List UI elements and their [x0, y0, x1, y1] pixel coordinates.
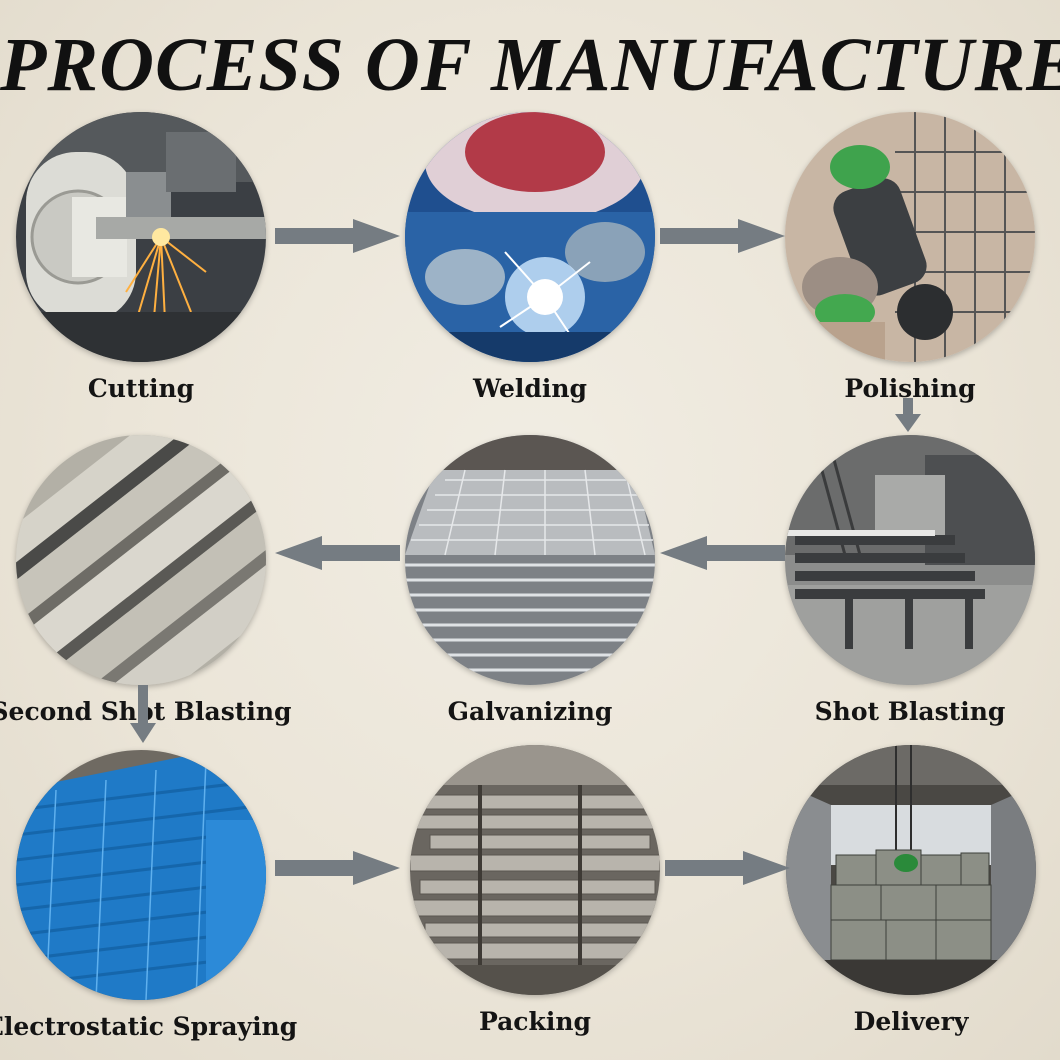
step-second-shot-blasting: Second Shot Blasting — [0, 435, 291, 726]
step-label: Galvanizing — [447, 697, 613, 726]
step-welding: Welding — [405, 112, 655, 403]
step-label: Welding — [472, 374, 588, 403]
step-label: Cutting — [87, 374, 195, 403]
step-delivery: Delivery — [786, 745, 1036, 1036]
galvanizing-photo — [405, 435, 655, 685]
electrostatic-spraying-photo — [16, 750, 266, 1000]
arrow-right-icon — [660, 219, 785, 253]
arrow-left-icon — [275, 536, 400, 570]
arrow-down-icon — [895, 398, 921, 432]
arrow-left-icon — [660, 536, 785, 570]
polishing-photo — [785, 112, 1035, 362]
step-label: Shot Blasting — [814, 697, 1006, 726]
step-electrostatic-spraying: Electrostatic Spraying — [0, 750, 297, 1041]
arrow-right-icon — [275, 851, 400, 885]
arrow-down-icon — [130, 685, 156, 743]
shot-blasting-photo — [785, 435, 1035, 685]
delivery-photo — [786, 745, 1036, 995]
page-title: PROCESS OF MANUFACTURE — [0, 23, 1060, 107]
step-packing: Packing — [410, 745, 660, 1036]
step-cutting: Cutting — [16, 112, 266, 403]
step-galvanizing: Galvanizing — [405, 435, 655, 726]
step-label: Delivery — [853, 1007, 969, 1036]
second-shot-blasting-photo — [16, 435, 266, 685]
packing-photo — [410, 745, 660, 995]
step-label: Electrostatic Spraying — [0, 1012, 298, 1041]
arrow-right-icon — [275, 219, 400, 253]
step-polishing: Polishing — [785, 112, 1035, 403]
step-shot-blasting: Shot Blasting — [785, 435, 1035, 726]
step-label: Packing — [478, 1007, 592, 1036]
welding-photo — [405, 112, 655, 362]
cutting-photo — [16, 112, 266, 362]
step-label: Polishing — [844, 374, 976, 403]
arrow-right-icon — [665, 851, 790, 885]
